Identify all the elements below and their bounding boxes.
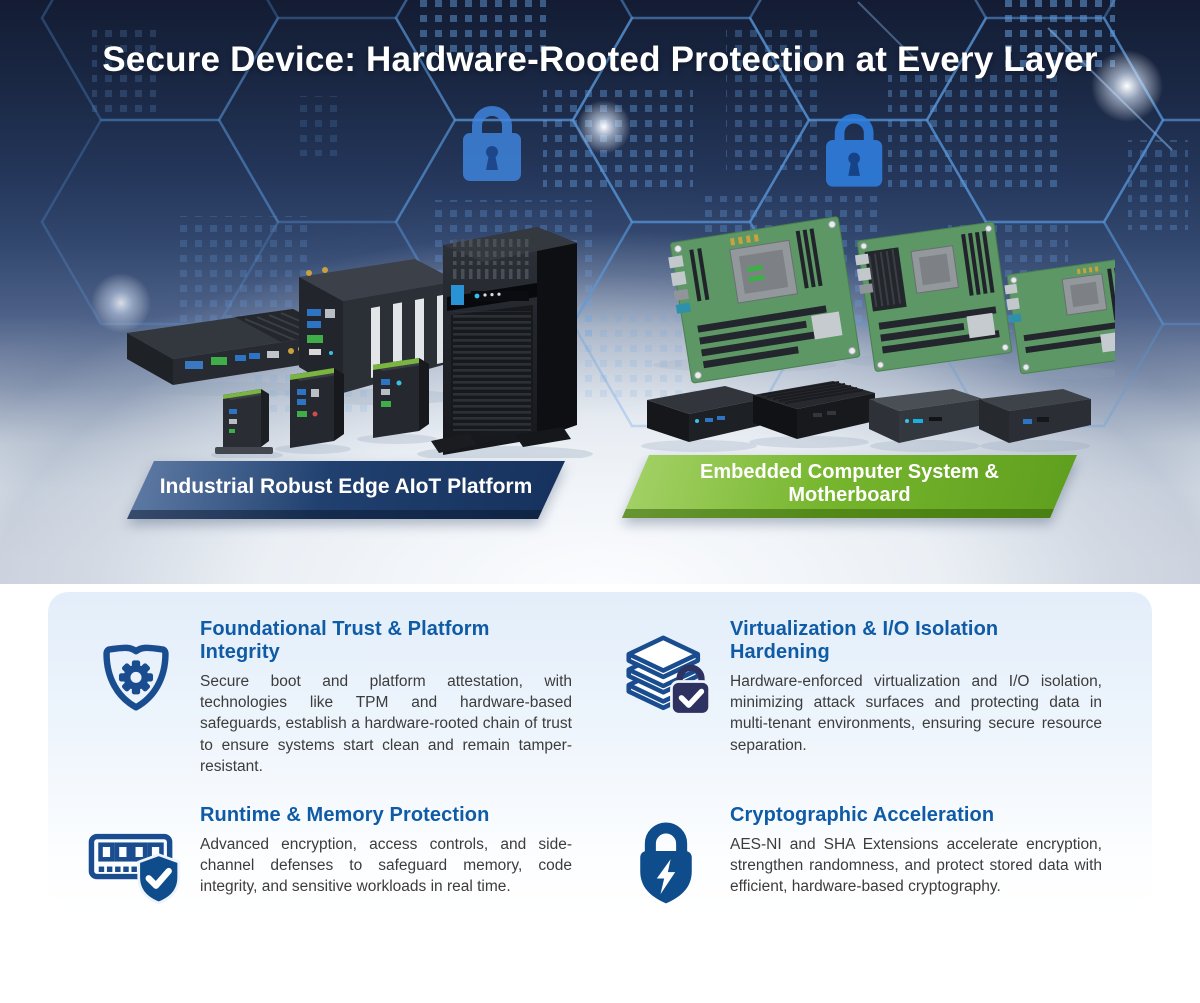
glow-spot [577,100,631,154]
feature-content: Virtualization & I/O Isolation Hardening… [730,618,1102,756]
feature-cryptographic-acceleration: Cryptographic Acceleration AES-NI and SH… [616,804,1102,910]
lock-bolt-icon [616,816,716,908]
feature-body: Advanced encryption, access controls, an… [200,835,572,896]
industrial-platform-banner: Industrial Robust Edge AIoT Platform [127,461,565,519]
product-group-embedded [641,216,1115,452]
feature-title: Foundational Trust & Platform Integrity [200,618,490,663]
feature-title: Virtualization & I/O Isolation Hardening [730,618,999,663]
memory-shield-icon [86,816,186,908]
fanless-rugged-pc [127,309,339,385]
feature-runtime-memory: Runtime & Memory Protection Advanced enc… [86,804,572,910]
feature-title: Runtime & Memory Protection [200,803,490,826]
tower-edge-server [431,227,577,455]
banner-label: Embedded Computer System & Motherboard [700,460,999,506]
banner-shape [622,455,1077,518]
edge-device-small [290,368,344,448]
hero-section: Secure Device: Hardware-Rooted Protectio… [0,0,1200,584]
padlock-icon [463,106,521,181]
motherboard-atx-large [668,216,861,384]
embedded-system-banner: Embedded Computer System & Motherboard [622,455,1077,518]
feature-content: Cryptographic Acceleration AES-NI and SH… [730,804,1102,898]
mini-pc [979,389,1091,443]
padlock-icon [826,113,883,187]
motherboard-micro-small [1004,258,1115,375]
mini-pc [869,389,983,443]
feature-virtualization-isolation: Virtualization & I/O Isolation Hardening… [616,618,1102,780]
banner-shape [127,461,565,519]
edge-device-small [373,358,429,438]
feature-body: Secure boot and platform attestation, wi… [200,673,572,775]
page-title: Secure Device: Hardware-Rooted Protectio… [102,40,1098,79]
feature-foundational-trust: Foundational Trust & Platform Integrity … [86,618,572,780]
product-images [127,216,1115,458]
features-card: Foundational Trust & Platform Integrity … [48,592,1152,910]
feature-body: AES-NI and SHA Extensions accelerate enc… [730,835,1102,896]
shield-gear-icon [86,630,186,722]
feature-content: Foundational Trust & Platform Integrity … [200,618,572,777]
banner-label: Industrial Robust Edge AIoT Platform [159,475,533,498]
edge-device-small [215,389,273,454]
feature-content: Runtime & Memory Protection Advanced enc… [200,804,572,898]
motherboard-atx-medium [854,221,1013,372]
layers-lock-icon [616,630,716,722]
mini-pc [753,381,875,439]
mini-pc [647,386,767,442]
product-group-industrial [127,227,593,458]
feature-body: Hardware-enforced virtualization and I/O… [730,673,1102,754]
feature-title: Cryptographic Acceleration [730,803,995,826]
